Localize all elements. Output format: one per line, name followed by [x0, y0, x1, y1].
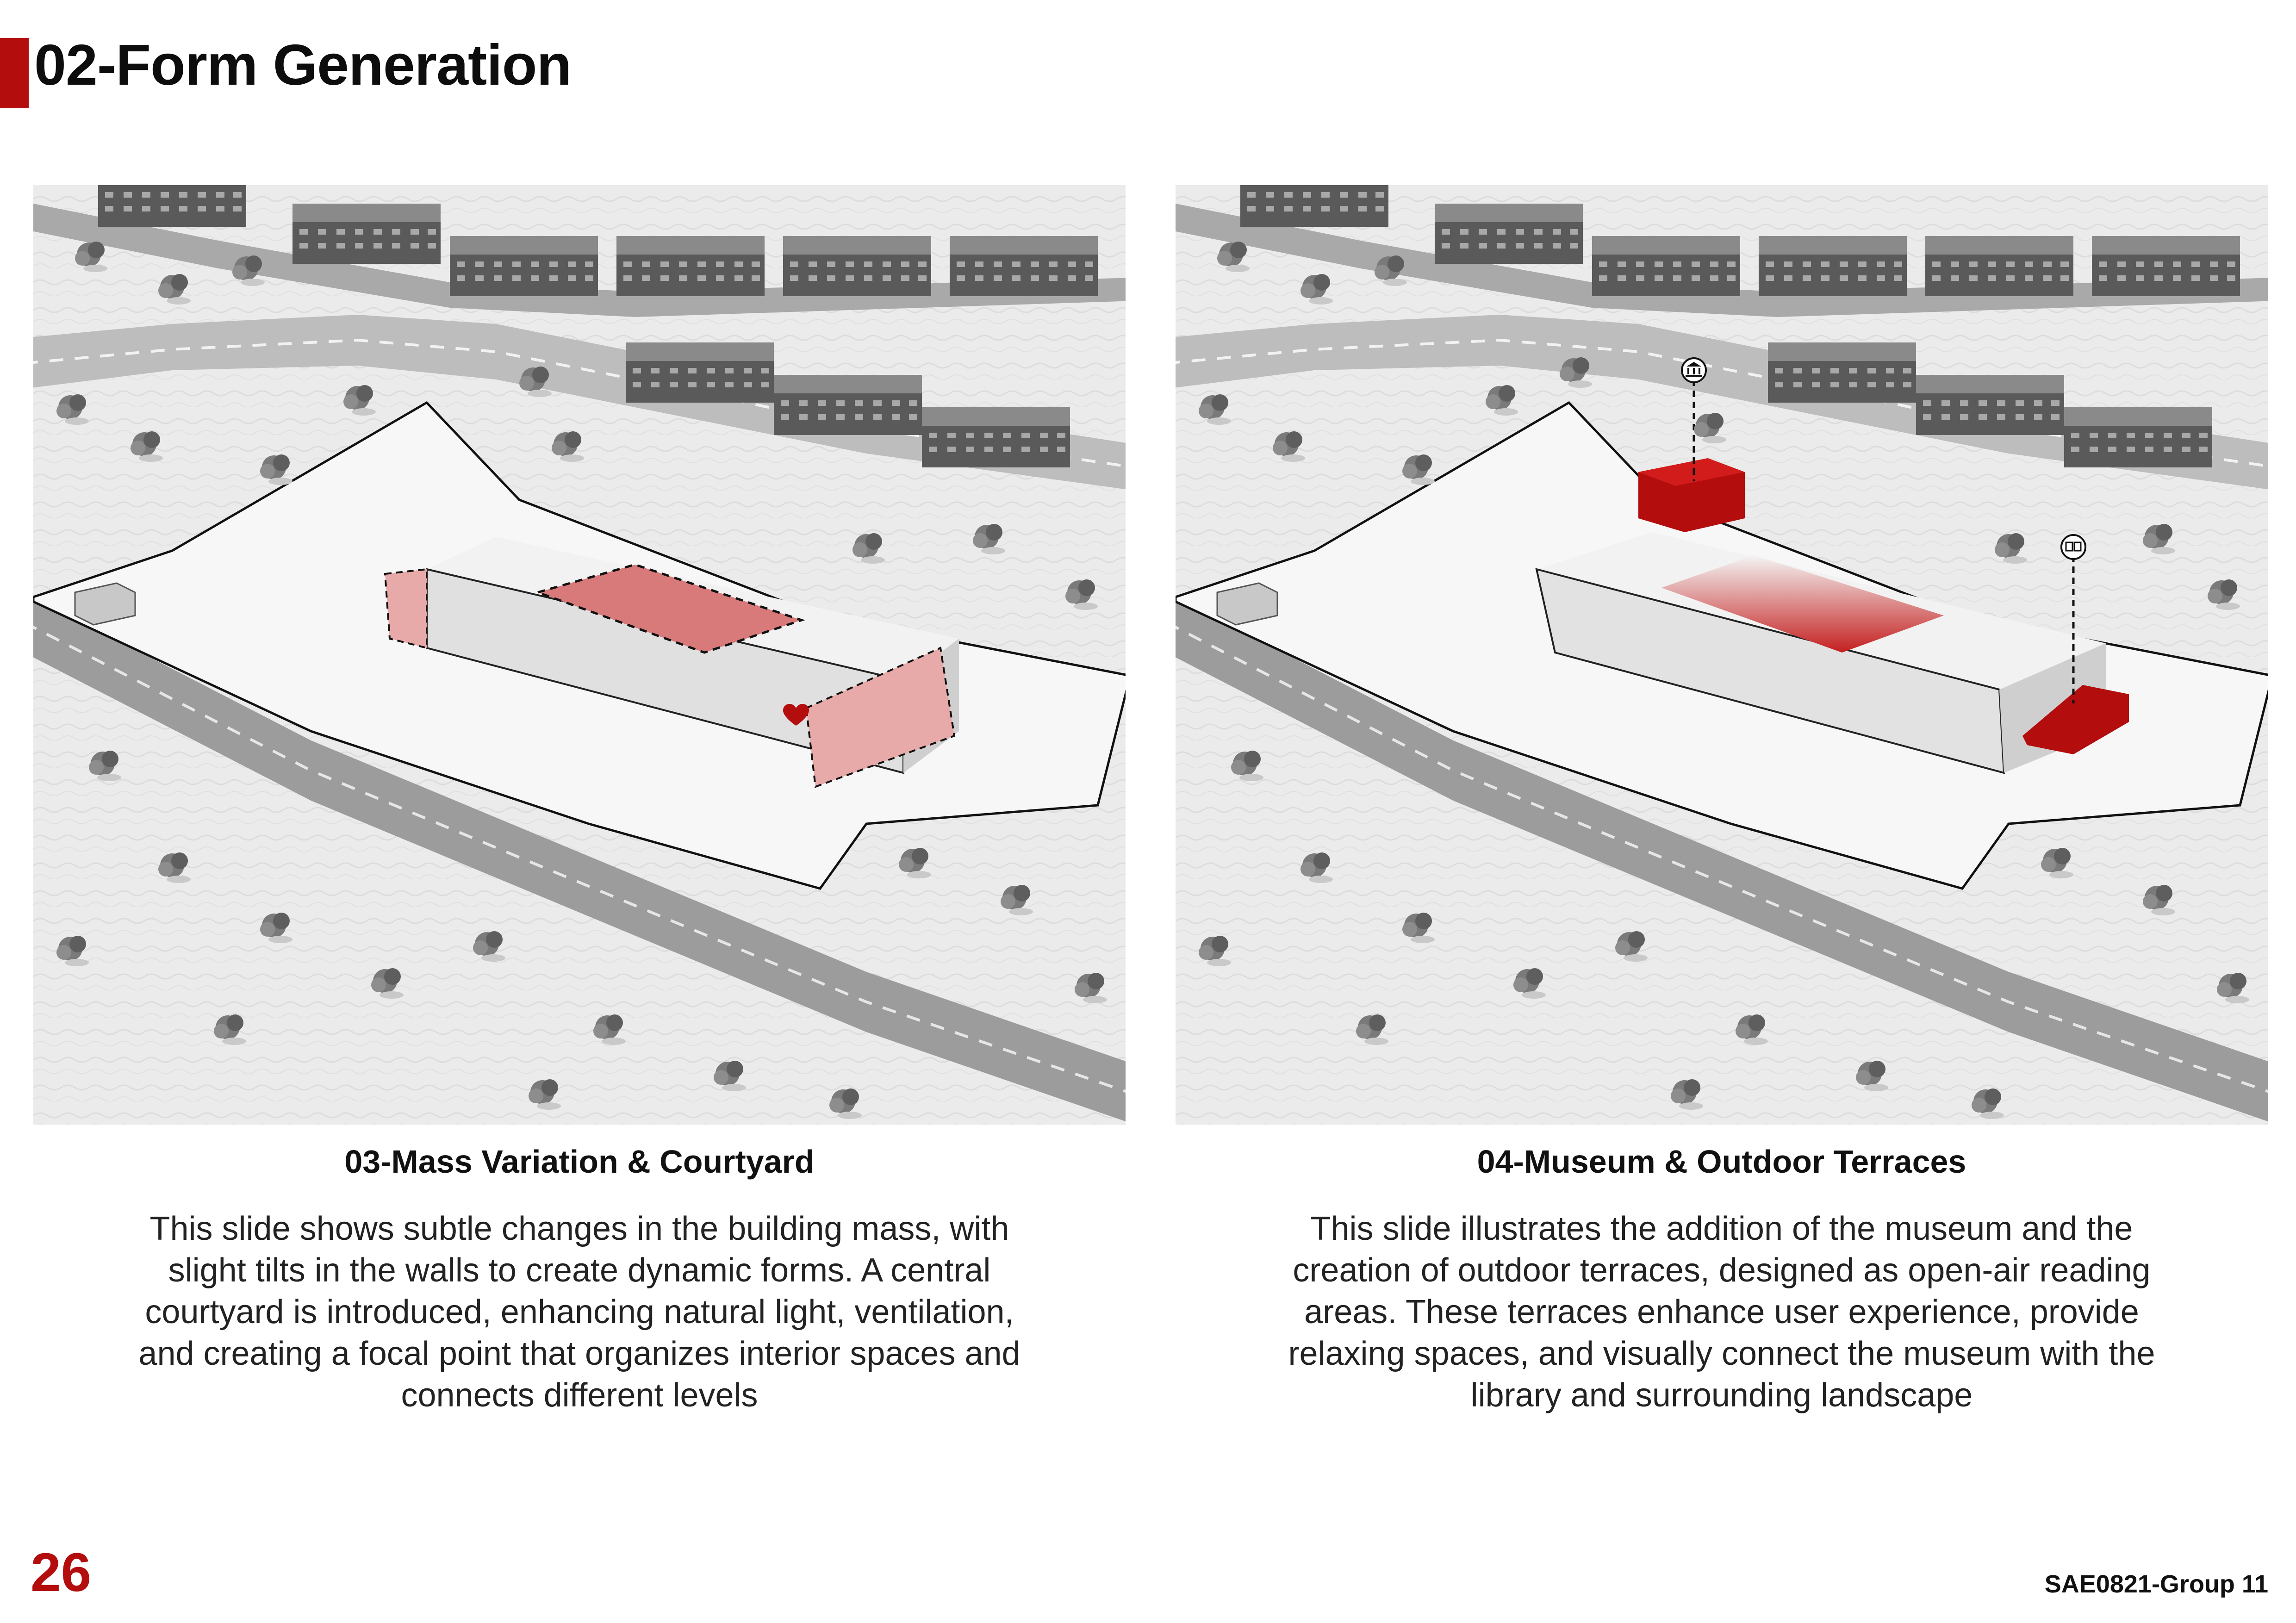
reading-icon [2060, 534, 2086, 560]
panel-heading: 03-Mass Variation & Courtyard [344, 1144, 815, 1180]
group-code: SAE0821-Group 11 [2044, 1570, 2268, 1598]
diagram-mass-variation [33, 185, 1126, 1125]
heart-icon [783, 703, 809, 726]
museum-icon [1681, 357, 1707, 383]
page-title: 02-Form Generation [34, 33, 572, 97]
panel-heading: 04-Museum & Outdoor Terraces [1477, 1144, 1966, 1180]
panel-description: This slide illustrates the addition of t… [1288, 1210, 2155, 1414]
diagram-museum-terraces [1176, 185, 2268, 1125]
panel-description: This slide shows subtle changes in the b… [138, 1210, 1020, 1414]
title-accent-bar [0, 38, 29, 108]
page-number: 26 [31, 1542, 92, 1603]
